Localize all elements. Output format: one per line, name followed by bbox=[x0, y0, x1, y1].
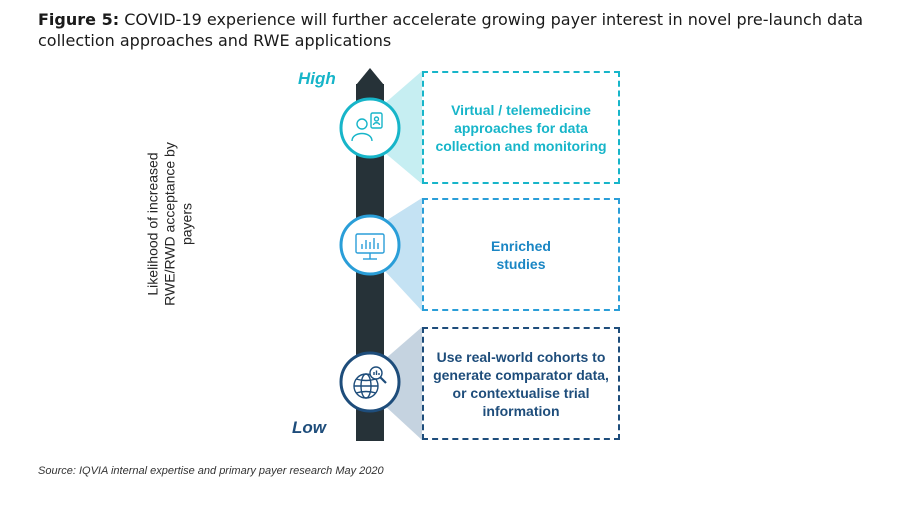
connector-wedge-1 bbox=[384, 71, 422, 184]
figure-title: Figure 5: COVID-19 experience will furth… bbox=[38, 9, 878, 51]
approach-box-real-world-cohorts: Use real-world cohorts to generate compa… bbox=[422, 327, 620, 440]
monitor-chart-icon bbox=[355, 233, 385, 260]
circle-3 bbox=[339, 351, 401, 413]
source-note: Source: IQVIA internal expertise and pri… bbox=[38, 465, 384, 477]
telemedicine-person-device-icon bbox=[351, 112, 383, 142]
axis-arrowhead bbox=[356, 68, 384, 85]
globe-magnifier-icon bbox=[353, 366, 387, 399]
figure-label: Figure 5: bbox=[38, 10, 120, 29]
approach-box-enriched-studies: Enriched studies bbox=[422, 198, 620, 311]
figure-title-text: COVID-19 experience will further acceler… bbox=[38, 10, 864, 50]
approach-label: Virtual / telemedicine approaches for da… bbox=[435, 101, 607, 154]
connector-wedge-3 bbox=[384, 327, 422, 440]
axis-low-label: Low bbox=[292, 418, 326, 437]
axis-high-label: High bbox=[298, 69, 336, 88]
circle-1 bbox=[339, 97, 401, 159]
approach-label: Enriched studies bbox=[491, 237, 551, 272]
approach-box-telemedicine: Virtual / telemedicine approaches for da… bbox=[422, 71, 620, 184]
approach-label: Use real-world cohorts to generate compa… bbox=[433, 348, 609, 419]
